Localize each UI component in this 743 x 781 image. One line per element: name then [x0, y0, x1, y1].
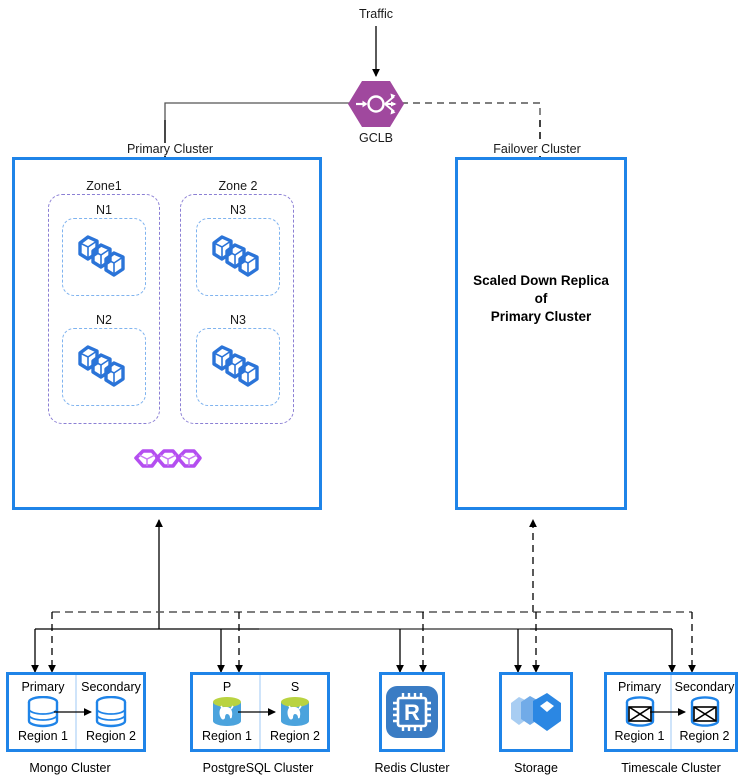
postgresql-cluster-caption: PostgreSQL Cluster: [202, 761, 314, 775]
node-label-n3-b: N3: [226, 314, 250, 327]
postgres-primary-region: Region 1: [201, 729, 253, 743]
cubes-blue-icon: [196, 328, 280, 406]
postgres-secondary-role: S: [290, 680, 300, 694]
postgres-secondary-region: Region 2: [269, 729, 321, 743]
postgres-secondary-cell[interactable]: S Region 2: [261, 675, 329, 749]
zone-box-2[interactable]: [180, 194, 294, 424]
timescale-cluster-caption: Timescale Cluster: [621, 761, 721, 775]
failover-text-line-2: of: [534, 291, 548, 307]
timescale-db-icon: [690, 695, 719, 727]
failover-cluster-box[interactable]: Scaled Down Replica of Primary Cluster: [455, 157, 627, 510]
node-box-n1[interactable]: [62, 218, 146, 296]
timescale-primary-region: Region 1: [614, 729, 665, 743]
zone-box-1[interactable]: [48, 194, 160, 424]
timescale-secondary-cell[interactable]: Secondary Region 2: [672, 675, 737, 749]
postgres-primary-role: P: [222, 680, 232, 694]
mongo-primary-cell[interactable]: Primary Region 1: [9, 675, 77, 749]
traffic-label: Traffic: [358, 7, 394, 21]
storage-box[interactable]: [499, 672, 573, 752]
postgres-primary-cell[interactable]: P Region 1: [193, 675, 261, 749]
redis-icon: R: [386, 686, 438, 738]
cubes-blue-icon: [62, 328, 146, 406]
node-box-n2[interactable]: [62, 328, 146, 406]
cubes-blue-icon: [196, 218, 280, 296]
failover-cluster-label: Failover Cluster: [490, 143, 584, 156]
zone-label-2: Zone 2: [214, 180, 262, 193]
mongo-primary-region: Region 1: [17, 729, 69, 743]
node-label-n2: N2: [92, 314, 116, 327]
timescale-secondary-role: Secondary: [674, 680, 735, 694]
redis-cluster-caption: Redis Cluster: [374, 761, 450, 775]
mongo-secondary-cell[interactable]: Secondary Region 2: [77, 675, 145, 749]
zone-label-1: Zone1: [82, 180, 126, 193]
timescale-secondary-region: Region 2: [679, 729, 730, 743]
redis-cluster-box[interactable]: R: [379, 672, 445, 752]
timescale-replication-arrow: [650, 708, 686, 716]
primary-cluster-label: Primary Cluster: [123, 143, 217, 156]
mongo-db-icon: [95, 695, 127, 727]
mongo-cluster-box[interactable]: Primary Region 1 Secondary Region 2: [6, 672, 146, 752]
mongo-replication-arrow: [54, 708, 92, 716]
postgres-replication-arrow: [238, 708, 276, 716]
node-label-n3-a: N3: [226, 204, 250, 217]
cubes-purple-icon: [126, 442, 214, 486]
failover-text-line-3: Primary Cluster: [490, 309, 592, 325]
mongo-secondary-role: Secondary: [81, 680, 141, 694]
gclb-hexagon-icon: [348, 81, 404, 127]
postgresql-cluster-box[interactable]: P Region 1 S Region 2: [190, 672, 330, 752]
postgresql-db-icon: [281, 696, 309, 726]
node-box-n3-a[interactable]: [196, 218, 280, 296]
storage-boxes-icon: [511, 693, 561, 731]
svg-text:R: R: [404, 700, 420, 725]
cubes-blue-icon: [62, 218, 146, 296]
timescale-db-icon: [625, 695, 654, 727]
mongo-primary-role: Primary: [21, 680, 65, 694]
failover-text-line-1: Scaled Down Replica: [473, 273, 609, 288]
node-box-n3-b[interactable]: [196, 328, 280, 406]
storage-caption: Storage: [514, 761, 558, 775]
timescale-primary-role: Primary: [617, 680, 662, 694]
mongo-secondary-region: Region 2: [85, 729, 137, 743]
postgresql-db-icon: [213, 696, 241, 726]
timescale-cluster-box[interactable]: Primary Region 1 Secondary Region 2: [604, 672, 738, 752]
timescale-primary-cell[interactable]: Primary Region 1: [607, 675, 672, 749]
mongo-cluster-caption: Mongo Cluster: [29, 761, 111, 775]
gclb-node[interactable]: [347, 79, 405, 129]
node-label-n1: N1: [92, 204, 116, 217]
mongo-db-icon: [27, 695, 59, 727]
gclb-label: GCLB: [358, 131, 394, 145]
